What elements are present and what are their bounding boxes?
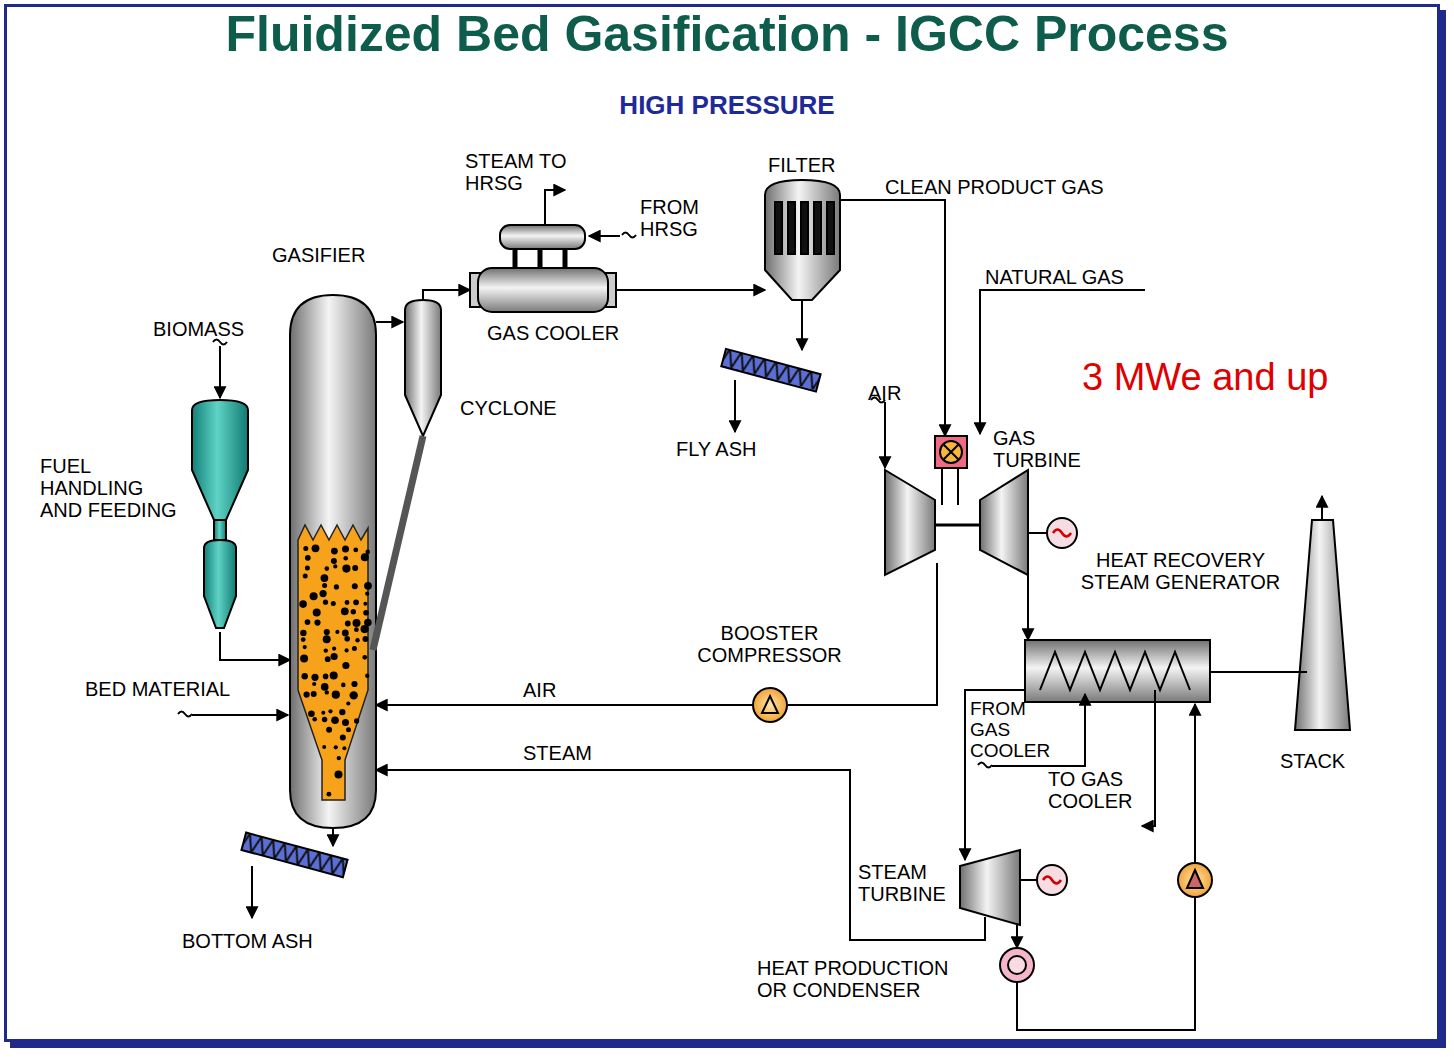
rating-note: 3 MWe and up (1082, 356, 1328, 399)
equipment-label: FILTER (768, 154, 858, 176)
process-line (1210, 671, 1307, 673)
equipment-label: STACK (1280, 750, 1360, 772)
equipment-label: STEAM TURBINE (858, 861, 953, 905)
stream-label: FLY ASH (676, 438, 756, 460)
stream-label: BOTTOM ASH (182, 930, 313, 952)
stream-label: BED MATERIAL (85, 678, 230, 700)
equipment-label: FUEL HANDLING AND FEEDING (40, 455, 180, 521)
equipment-node: HEAT PRODUCTION OR CONDENSER (1000, 948, 1034, 982)
process-line (376, 770, 985, 940)
equipment-node: GAS COOLER (470, 268, 616, 312)
line-label: STEAM (520, 742, 595, 764)
stream-label: AIR (868, 382, 901, 404)
line-label: CLEAN PRODUCT GAS (882, 176, 1107, 198)
stream-label: TO GAS COOLER (1048, 768, 1148, 812)
diagram-title: Fluidized Bed Gasification - IGCC Proces… (0, 6, 1454, 62)
subtitle: HIGH PRESSURE (0, 91, 1454, 120)
equipment-node: FILTER (765, 180, 840, 302)
process-line (1016, 925, 1018, 948)
equipment-label: CYCLONE (460, 397, 580, 419)
equipment-node: FUEL HANDLING AND FEEDING (190, 400, 250, 632)
process-line (376, 321, 403, 323)
stream-label: NATURAL GAS (985, 266, 1124, 288)
stream-label: FROM GAS COOLER (970, 698, 1058, 761)
process-line (220, 632, 290, 660)
equipment-label: GAS COOLER (487, 322, 627, 344)
process-line (423, 290, 470, 300)
equipment-node: HEAT RECOVERY STEAM GENERATOR (1025, 640, 1210, 702)
equipment-node: GAS TURBINE (885, 436, 1030, 575)
equipment-label: BOOSTER COMPRESSOR (692, 622, 847, 666)
stream-label: STEAM TO HRSG (465, 150, 573, 194)
equipment-node: STEAM TURBINE (958, 860, 1022, 925)
line-label: AIR (520, 679, 559, 701)
process-line (373, 436, 423, 650)
stream-label: FROM HRSG (640, 196, 710, 240)
equipment-node: GASIFIER (290, 295, 376, 828)
equipment-label: HEAT PRODUCTION OR CONDENSER (757, 957, 972, 1001)
equipment-label: GASIFIER (272, 244, 392, 266)
process-line (616, 289, 765, 291)
stream-label: BIOMASS (153, 318, 244, 340)
equipment-node: BOOSTER COMPRESSOR (752, 687, 788, 723)
equipment-node: STACK (1295, 496, 1350, 730)
equipment-node: CYCLONE (403, 300, 443, 436)
process-line (376, 704, 752, 706)
equipment-label: GAS TURBINE (993, 427, 1098, 471)
equipment-label: HEAT RECOVERY STEAM GENERATOR (1073, 549, 1288, 593)
process-line (840, 200, 945, 436)
process-line (1027, 575, 1029, 640)
